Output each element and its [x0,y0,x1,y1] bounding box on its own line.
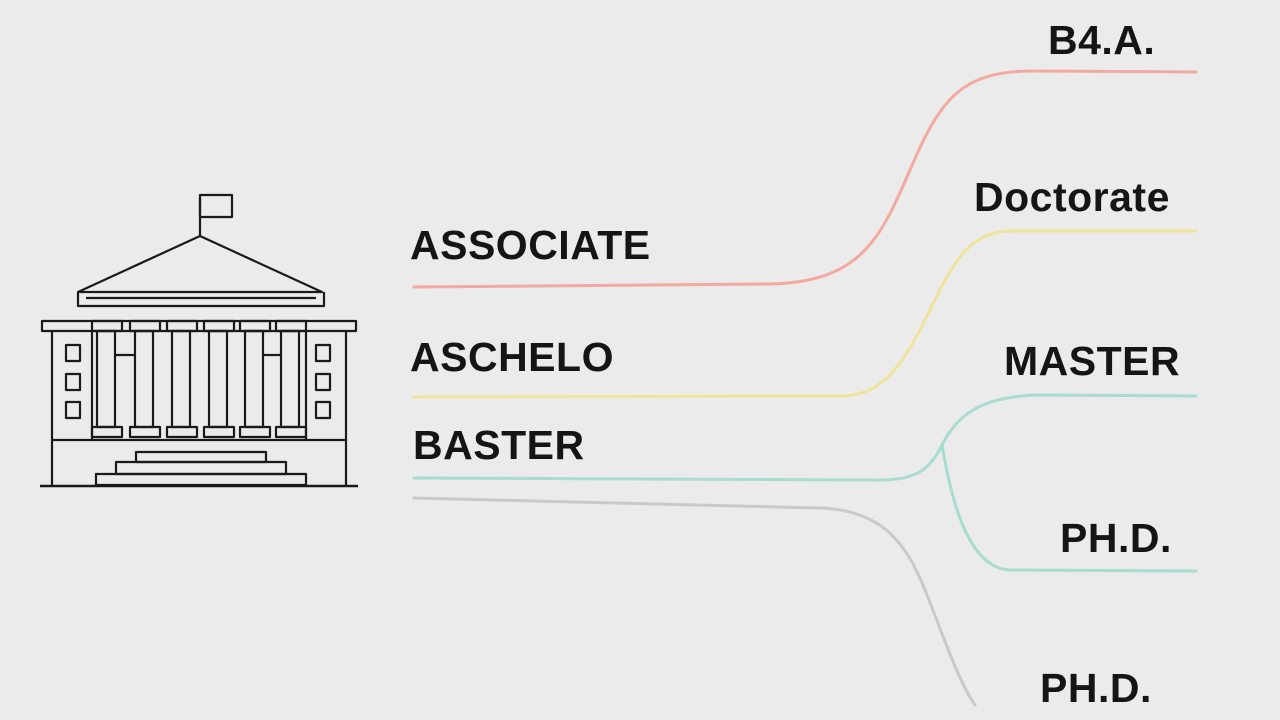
label-baster: BASTER [413,422,585,468]
label-phd-lower: PH.D. [1040,665,1152,711]
university-building-icon [40,193,358,488]
label-master: MASTER [1004,338,1181,384]
label-phd-upper: PH.D. [1060,515,1172,561]
salmon-branch [412,69,1198,289]
label-doctorate: Doctorate [974,174,1170,220]
teal-branch-lower [940,443,1198,573]
teal-branch [412,393,1198,482]
grey-branch [412,496,977,707]
label-associate: ASSOCIATE [410,222,651,268]
yellow-branch [412,229,1198,399]
label-aschelo: ASCHELO [410,334,614,380]
label-b4a: B4.A. [1048,17,1156,63]
